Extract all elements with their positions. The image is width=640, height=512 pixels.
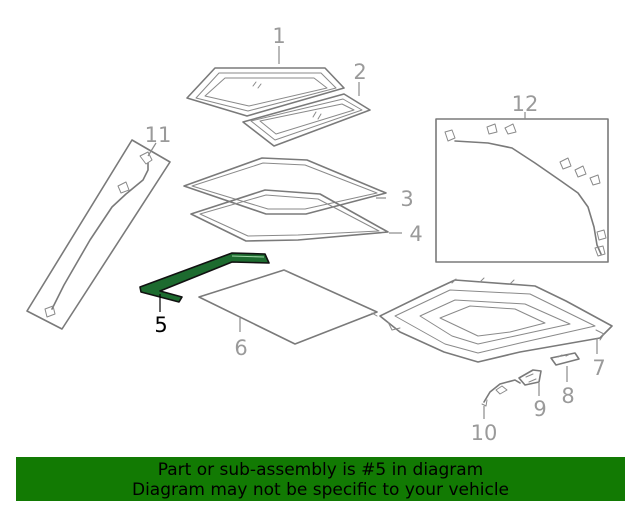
callout-9[interactable]: 9 <box>533 397 546 421</box>
callout-4[interactable]: 4 <box>409 222 422 246</box>
leader-11 <box>147 142 157 157</box>
part-9-bracket[interactable] <box>518 369 542 386</box>
callout-8[interactable]: 8 <box>561 384 574 408</box>
callout-6[interactable]: 6 <box>234 336 247 360</box>
part-10-harness[interactable] <box>481 379 521 407</box>
callout-11[interactable]: 11 <box>145 123 172 147</box>
banner-line-disclaimer: Diagram may not be specific to your vehi… <box>131 480 509 500</box>
callout-2[interactable]: 2 <box>353 60 366 84</box>
callout-1[interactable]: 1 <box>272 24 285 48</box>
part-4-seal[interactable] <box>190 189 389 242</box>
part-12-drain-hose[interactable] <box>435 118 609 263</box>
part-7-housing[interactable] <box>379 277 613 363</box>
part-6-sunshade[interactable] <box>198 269 378 345</box>
part-2-glass-panel[interactable] <box>242 93 371 147</box>
parts-diagram: 1 2 3 4 5 6 7 8 9 10 11 12 <box>26 24 613 445</box>
banner-line-part: Part or sub-assembly is #5 in diagram <box>157 460 484 480</box>
callout-5[interactable]: 5 <box>154 313 167 337</box>
part-info-banner: Part or sub-assembly is #5 in diagram Di… <box>16 457 625 501</box>
part-11-drain-hose[interactable] <box>26 139 171 330</box>
part-3-seal[interactable] <box>183 157 387 215</box>
callout-3[interactable]: 3 <box>400 187 413 211</box>
part-1-glass-panel[interactable] <box>186 67 345 117</box>
callout-12[interactable]: 12 <box>512 92 539 116</box>
part-8-clip[interactable] <box>550 352 580 366</box>
callout-10[interactable]: 10 <box>471 421 498 445</box>
callout-7[interactable]: 7 <box>592 356 605 380</box>
